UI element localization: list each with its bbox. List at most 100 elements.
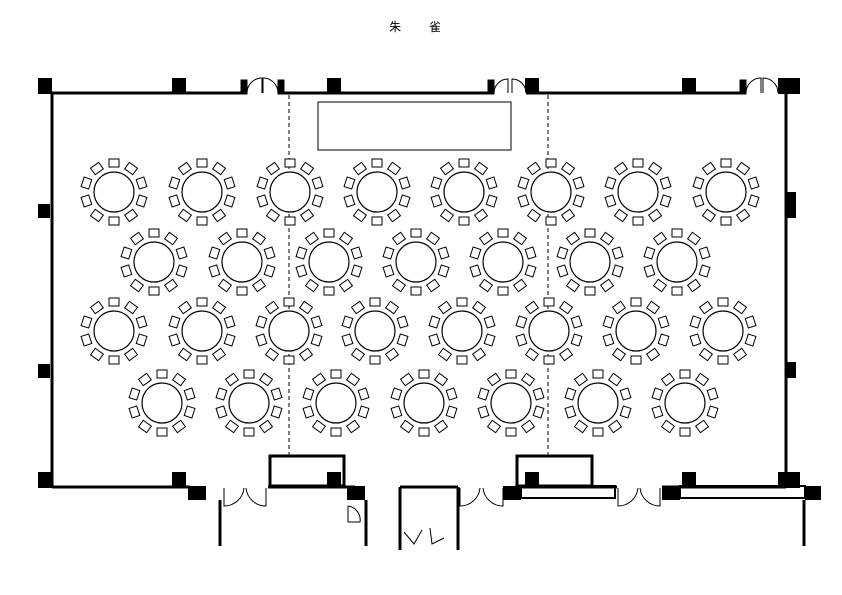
chair	[564, 387, 577, 401]
chair	[123, 347, 139, 362]
round-table	[428, 297, 496, 365]
chair	[258, 372, 274, 387]
chair	[573, 419, 589, 434]
chair	[720, 216, 732, 226]
chair	[570, 333, 583, 347]
chair	[108, 216, 120, 226]
chair	[689, 333, 702, 347]
chair	[263, 264, 276, 278]
chair	[556, 264, 569, 278]
chair	[735, 161, 751, 176]
chair	[717, 297, 729, 307]
chair	[80, 194, 93, 208]
round-table	[564, 369, 632, 437]
chair	[599, 278, 615, 293]
round-table	[382, 228, 450, 296]
chair	[310, 333, 323, 347]
chair	[430, 176, 443, 190]
chair	[223, 194, 236, 208]
chair	[270, 387, 283, 401]
chair	[224, 419, 240, 434]
chair	[439, 208, 455, 223]
chair	[120, 246, 133, 260]
chair	[168, 315, 181, 329]
chair	[572, 194, 585, 208]
chair	[343, 194, 356, 208]
chair	[382, 246, 395, 260]
chair	[647, 208, 663, 223]
chair	[570, 315, 583, 329]
chair	[352, 161, 368, 176]
round-table	[128, 369, 196, 437]
room-title: 朱 雀	[389, 20, 453, 34]
chair	[599, 231, 615, 246]
chair	[611, 347, 627, 362]
chair	[341, 315, 354, 329]
chair	[543, 297, 555, 307]
chair	[478, 231, 494, 246]
chair	[652, 231, 668, 246]
chair	[573, 372, 589, 387]
round-table	[341, 297, 409, 365]
chair	[123, 300, 139, 315]
chair	[473, 208, 489, 223]
chair	[175, 246, 188, 260]
chair	[706, 387, 719, 401]
chair	[512, 231, 528, 246]
chair	[211, 300, 227, 315]
chair	[391, 278, 407, 293]
chair	[619, 405, 632, 419]
chair	[135, 194, 148, 208]
chair	[456, 355, 468, 365]
chair	[456, 297, 468, 307]
round-table	[80, 158, 148, 226]
chair	[532, 405, 545, 419]
chair	[483, 315, 496, 329]
chair	[398, 176, 411, 190]
chair	[352, 208, 368, 223]
chair	[517, 176, 530, 190]
chair	[611, 264, 624, 278]
chair	[123, 161, 139, 176]
chair	[256, 194, 269, 208]
chair	[497, 228, 509, 238]
chair	[486, 372, 502, 387]
chair	[156, 369, 168, 379]
chair	[592, 369, 604, 379]
round-table	[168, 297, 236, 365]
table-top	[133, 241, 175, 283]
chair	[196, 158, 208, 168]
chair	[311, 176, 324, 190]
chair	[251, 231, 267, 246]
round-table	[295, 228, 363, 296]
chair	[302, 405, 315, 419]
chair	[311, 372, 327, 387]
chair	[382, 264, 395, 278]
chair	[177, 161, 193, 176]
chair	[735, 208, 751, 223]
chair	[171, 419, 187, 434]
round-table	[120, 228, 188, 296]
chair	[671, 228, 683, 238]
chair	[604, 194, 617, 208]
chair	[208, 264, 221, 278]
chair	[211, 208, 227, 223]
chair	[391, 231, 407, 246]
chair	[330, 427, 342, 437]
chair	[630, 355, 642, 365]
chair	[485, 176, 498, 190]
chair	[265, 161, 281, 176]
chair	[558, 347, 574, 362]
chair	[256, 176, 269, 190]
table-top	[530, 171, 572, 213]
chair	[437, 264, 450, 278]
chair	[177, 300, 193, 315]
chair	[471, 300, 487, 315]
chair	[350, 300, 366, 315]
chair	[660, 419, 676, 434]
chair	[701, 161, 717, 176]
chair	[619, 387, 632, 401]
chair	[458, 158, 470, 168]
round-table	[80, 297, 148, 365]
chair	[183, 405, 196, 419]
